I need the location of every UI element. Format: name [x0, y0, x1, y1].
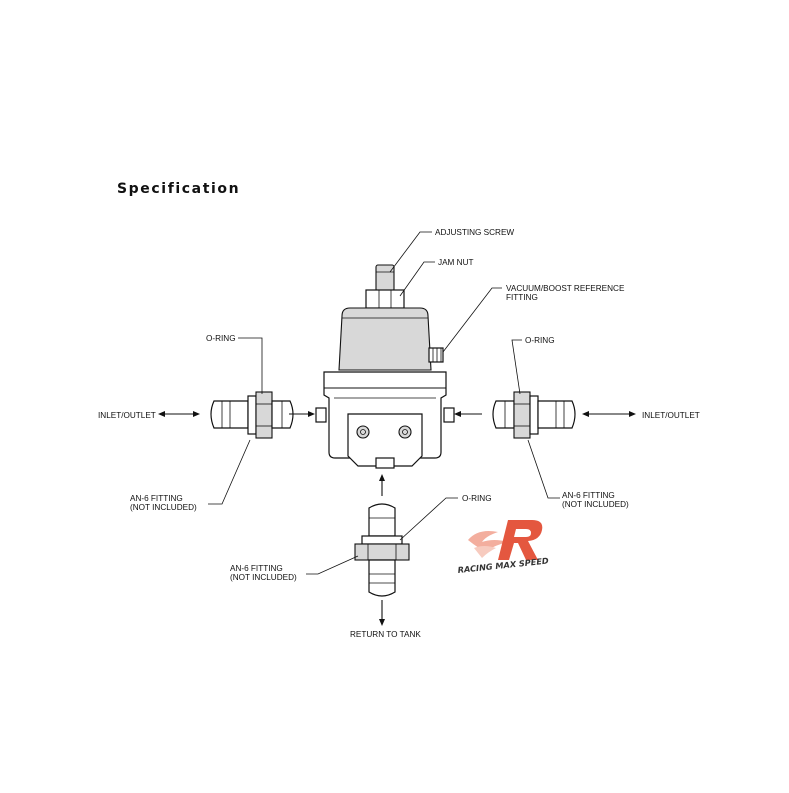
bottom-port	[375, 457, 395, 469]
right-an6-fitting	[492, 391, 576, 439]
label-an6-bottom-line2: (NOT INCLUDED)	[230, 573, 297, 582]
label-an6-right-line1: AN-6 FITTING	[562, 491, 615, 500]
right-port	[443, 407, 455, 423]
regulator-cap	[338, 307, 432, 371]
adjusting-screw	[375, 264, 395, 292]
label-oring-bottom: O-RING	[462, 494, 492, 503]
label-vacuum-line1: VACUUM/BOOST REFERENCE	[506, 284, 625, 293]
flow-arrows	[158, 411, 636, 626]
label-oring-left: O-RING	[206, 334, 236, 343]
regulator-assembly	[315, 264, 455, 469]
vacuum-reference-fitting	[428, 347, 444, 363]
callout-labels: ADJUSTING SCREW JAM NUT VACUUM/BOOST REF…	[98, 228, 700, 639]
label-adjusting-screw: ADJUSTING SCREW	[435, 228, 514, 237]
left-an6-fitting	[210, 391, 294, 439]
left-port	[315, 407, 327, 423]
bottom-an6-fitting	[354, 503, 410, 597]
label-jam-nut: JAM NUT	[438, 258, 473, 267]
bracket-bolt-left	[356, 425, 370, 439]
label-inlet-right: INLET/OUTLET	[642, 411, 700, 420]
jam-nut	[365, 289, 405, 309]
label-an6-right-line2: (NOT INCLUDED)	[562, 500, 629, 509]
leader-lines	[208, 231, 560, 575]
label-an6-bottom-line1: AN-6 FITTING	[230, 564, 283, 573]
page-title: Specification	[117, 181, 241, 197]
logo-r-icon	[498, 520, 543, 560]
label-return-to-tank: RETURN TO TANK	[350, 630, 421, 639]
label-vacuum-line2: FITTING	[506, 293, 538, 302]
bracket-bolt-right	[398, 425, 412, 439]
label-an6-left-line1: AN-6 FITTING	[130, 494, 183, 503]
label-inlet-left: INLET/OUTLET	[98, 411, 156, 420]
racing-max-speed-logo: RACING MAX SPEED	[457, 520, 549, 575]
label-oring-right: O-RING	[525, 336, 555, 345]
label-an6-left-line2: (NOT INCLUDED)	[130, 503, 197, 512]
